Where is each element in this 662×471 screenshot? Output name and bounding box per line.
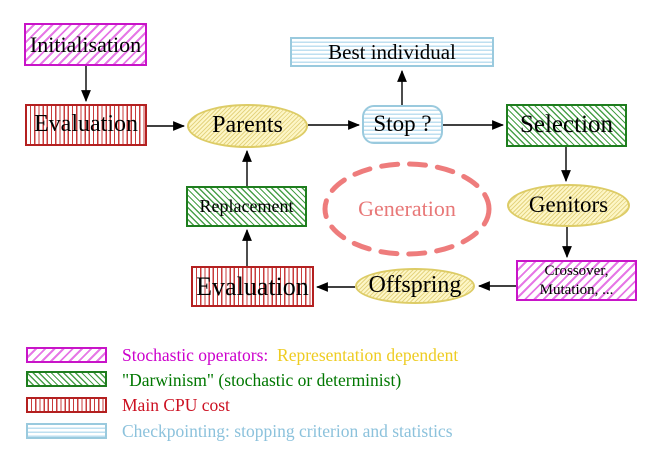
legend-label-main-cpu-cost: Main CPU cost bbox=[122, 394, 230, 415]
legend-label-stochastic-operators: Stochastic operators: Representation dep… bbox=[122, 345, 458, 365]
node-selection: Selection bbox=[506, 104, 627, 147]
node-best-individual: Best individual bbox=[290, 37, 494, 67]
node-replacement: Replacement bbox=[186, 186, 307, 227]
node-initialisation: Initialisation bbox=[24, 23, 147, 66]
legend-stochastic-extra: Representation dependent bbox=[268, 344, 459, 365]
node-crossover-mutation: Crossover, Mutation, ... bbox=[516, 260, 637, 301]
legend-label-checkpointing: Checkpointing: stopping criterion and st… bbox=[122, 420, 453, 441]
node-stop-test: Stop ? bbox=[362, 105, 443, 144]
crossover-label-line1: Crossover, bbox=[544, 262, 609, 279]
node-genitors: Genitors bbox=[507, 184, 630, 227]
legend-label-darwinism: "Darwinism" (stochastic or determinist) bbox=[122, 369, 402, 390]
legend-swatch-main-cpu-cost bbox=[26, 397, 107, 413]
crossover-label-line2: Mutation, ... bbox=[539, 281, 614, 298]
legend-swatch-stochastic-operators bbox=[26, 347, 107, 363]
legend-stochastic-main: Stochastic operators: bbox=[122, 344, 269, 365]
node-evaluation-bottom: Evaluation bbox=[191, 266, 314, 307]
node-evaluation-top: Evaluation bbox=[25, 104, 147, 146]
legend-swatch-checkpointing bbox=[26, 423, 107, 439]
generation-dashed-ellipse bbox=[322, 161, 492, 257]
generation-label: Generation bbox=[358, 196, 456, 222]
node-parents: Parents bbox=[187, 104, 308, 148]
node-offspring: Offspring bbox=[355, 268, 475, 304]
legend-swatch-darwinism bbox=[26, 371, 107, 387]
